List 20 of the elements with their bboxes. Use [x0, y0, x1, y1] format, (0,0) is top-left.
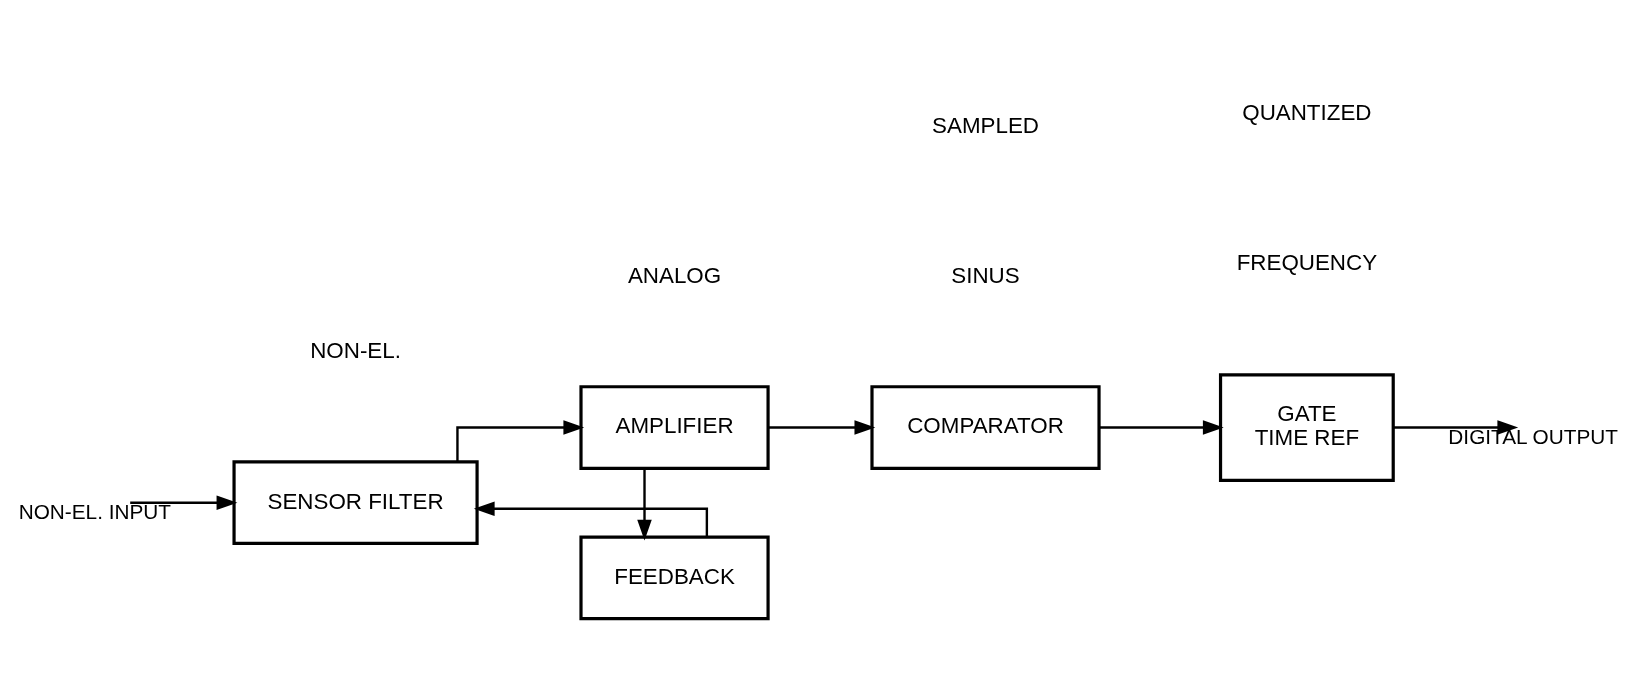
edge-label: NON-EL. INPUT	[18, 499, 171, 523]
arrow	[637, 468, 652, 540]
edge-label: DIGITAL OUTPUT	[1448, 424, 1618, 448]
arrow	[473, 500, 709, 537]
node-box: AMPLIFIER	[579, 384, 770, 470]
arrow	[1099, 419, 1224, 435]
arrow	[130, 494, 238, 510]
label: QUANTIZED	[1242, 99, 1372, 125]
node-box: GATE TIME REF	[1218, 372, 1395, 482]
node-box: SENSOR FILTER	[232, 459, 479, 545]
label: NON-EL.	[310, 337, 401, 363]
arrow	[768, 419, 876, 435]
node-box: FEEDBACK	[579, 534, 770, 620]
label: SAMPLED	[932, 112, 1039, 138]
arrow	[456, 419, 585, 462]
node-box: COMPARATOR	[870, 384, 1101, 470]
label: FREQUENCY	[1236, 249, 1378, 275]
arrow	[1393, 419, 1519, 435]
label: ANALOG	[627, 262, 722, 288]
label: SINUS	[951, 262, 1020, 288]
